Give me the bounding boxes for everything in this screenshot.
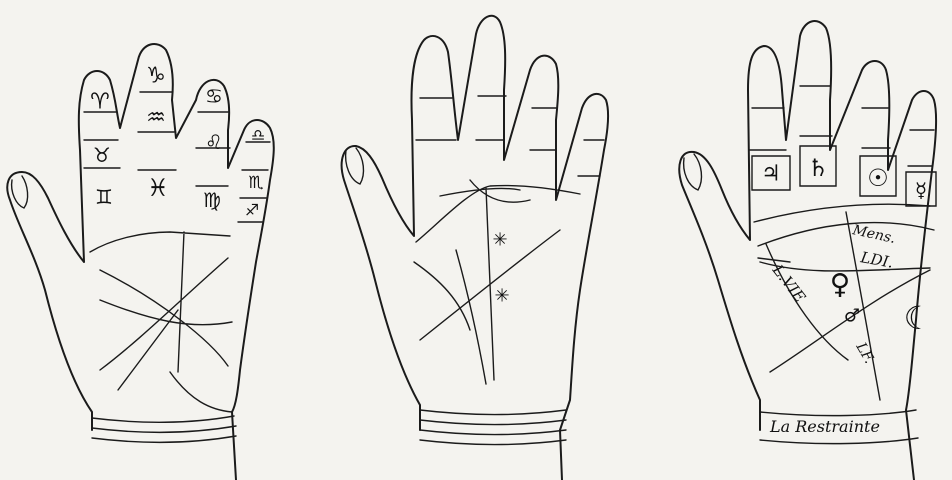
- left-thumb-nail: [12, 176, 28, 208]
- moon-icon: ☾: [904, 299, 933, 337]
- sign-scorpio-icon: ♏: [248, 173, 263, 193]
- left-wrist-bands: [92, 416, 236, 442]
- right-thumb-nail: [684, 154, 702, 190]
- sign-sagittarius-icon: ♐: [245, 201, 259, 220]
- middle-thumb-nail: [346, 148, 364, 184]
- label-lvie: L.VIE: [768, 261, 809, 306]
- star-mark-icon: ✳: [494, 286, 509, 307]
- left-hand-outline: [7, 44, 273, 480]
- sign-capricorn-icon: ♑: [146, 64, 166, 89]
- middle-wrist-bands: [420, 410, 566, 445]
- label-ldi: LDI.: [858, 248, 894, 272]
- sun-icon: ☉: [867, 164, 889, 192]
- sign-taurus-icon: ♉: [93, 143, 111, 167]
- right-finger-joints: [750, 86, 934, 166]
- left-palm-lines: [90, 232, 232, 412]
- right-hand: ♃ ♄ ☉ ☿ ♀ ♂ ☾ Mens. LDI. L.VIE LF. La Re…: [679, 21, 936, 480]
- sign-aries-icon: ♈: [90, 90, 110, 115]
- sign-leo-icon: ♌: [205, 130, 223, 154]
- sign-pisces-icon: ♓: [147, 174, 169, 202]
- mercury-icon: ☿: [915, 178, 927, 202]
- right-hand-outline: [679, 21, 936, 480]
- middle-hand-outline: [342, 16, 609, 480]
- mars-icon: ♂: [844, 306, 860, 327]
- venus-icon: ♀: [830, 268, 851, 301]
- saturn-icon: ♄: [807, 154, 829, 182]
- middle-hand: ✳ ✳: [342, 16, 609, 480]
- left-hand: ♈ ♉ ♊ ♑ ♒ ♓ ♋ ♌ ♍ ♎ ♏ ♐: [7, 44, 273, 480]
- jupiter-icon: ♃: [761, 162, 781, 187]
- sign-virgo-icon: ♍: [203, 188, 221, 212]
- label-mens: Mens.: [850, 222, 897, 247]
- middle-palm-lines: [414, 180, 580, 384]
- sign-libra-icon: ♎: [251, 126, 265, 145]
- star-mark-icon: ✳: [492, 230, 507, 251]
- label-restrainte: La Restrainte: [769, 417, 880, 436]
- sign-aquarius-icon: ♒: [146, 106, 166, 131]
- sign-gemini-icon: ♊: [95, 185, 113, 209]
- sign-cancer-icon: ♋: [205, 84, 223, 108]
